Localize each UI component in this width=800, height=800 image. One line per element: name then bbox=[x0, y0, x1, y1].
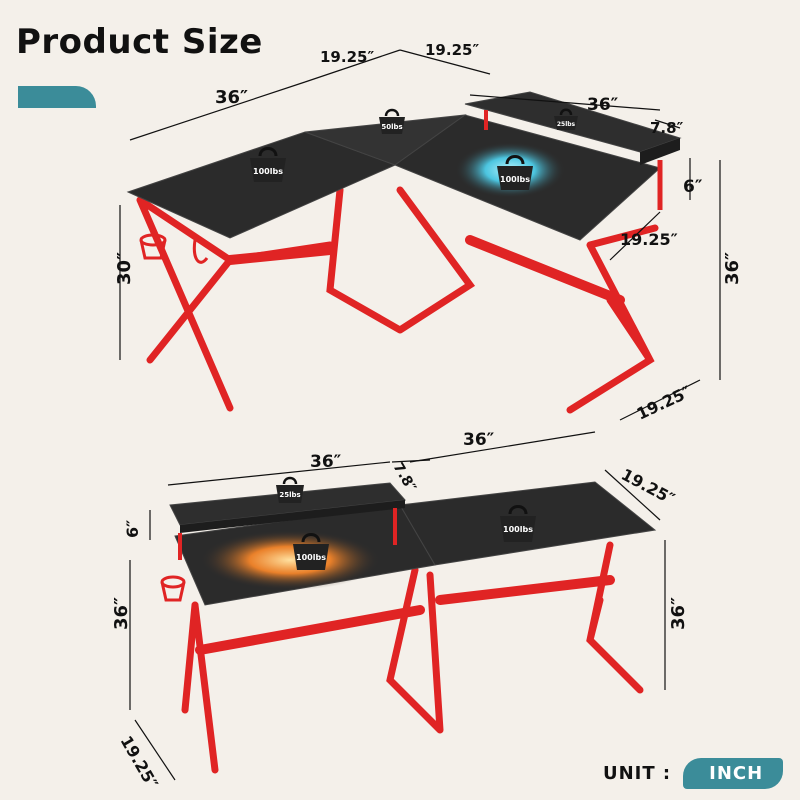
left-leg-frame bbox=[181, 601, 219, 774]
dim-shelf-width: 36″ bbox=[587, 95, 619, 115]
dim-corner-a: 19.25″ bbox=[320, 48, 374, 66]
cup-holder bbox=[160, 575, 186, 602]
dim-right-bottom: 19.25″ bbox=[634, 382, 694, 424]
weight-label: 100lbs bbox=[500, 175, 530, 184]
l-desk-view bbox=[126, 91, 682, 414]
dim-desk-width-bottom: 36″ bbox=[463, 430, 495, 450]
dimension-lines-bottom bbox=[129, 431, 666, 781]
right-leg-frame bbox=[566, 224, 659, 414]
unit-value-badge: INCH bbox=[683, 757, 784, 789]
weight-label: 100lbs bbox=[503, 525, 533, 534]
title-accent-bar bbox=[18, 86, 96, 108]
weight-label: 25lbs bbox=[557, 121, 576, 128]
center-leg-frame bbox=[386, 566, 444, 734]
dim-left-height: 30″ bbox=[114, 252, 135, 285]
led-orange-glow bbox=[200, 530, 380, 590]
weight-icons-top: 100lbs 50lbs 100lbs 25lbs bbox=[250, 108, 578, 190]
dim-corner-b: 19.25″ bbox=[425, 41, 479, 59]
weight-icons-bottom: 25lbs 100lbs 100lbs bbox=[276, 476, 536, 570]
dim-shelf-width-bottom: 36″ bbox=[310, 452, 342, 472]
unit-label: UNIT : bbox=[603, 762, 672, 784]
monitor-shelf bbox=[169, 482, 407, 560]
dim-left-width: 36″ bbox=[215, 87, 248, 108]
cup-holder bbox=[139, 233, 167, 260]
dim-shelf-height: 6″ bbox=[683, 177, 703, 197]
dim-right-depth: 19.25″ bbox=[620, 230, 678, 249]
dimension-lines-top bbox=[119, 49, 721, 421]
headphone-hook bbox=[192, 239, 209, 264]
right-leg-frame bbox=[586, 541, 644, 694]
dim-right-height-bottom: 36″ bbox=[668, 597, 689, 630]
center-leg-frame bbox=[326, 186, 476, 334]
dim-height: 36″ bbox=[722, 252, 743, 285]
straight-desk-view bbox=[160, 481, 657, 774]
dim-right-depth-bottom: 19.25″ bbox=[618, 465, 678, 509]
dim-left-depth-bottom: 19.25″ bbox=[117, 733, 162, 793]
weight-label: 100lbs bbox=[296, 553, 326, 562]
weight-label: 25lbs bbox=[279, 491, 300, 499]
weight-label: 50lbs bbox=[381, 123, 402, 131]
dim-shelf-depth: 7.8″ bbox=[650, 119, 684, 137]
page-title: Product Size bbox=[16, 22, 263, 62]
dim-shelf-height-bottom: 6″ bbox=[123, 520, 142, 538]
dim-left-height-bottom: 36″ bbox=[111, 597, 132, 630]
unit-indicator: UNIT : INCH bbox=[603, 757, 784, 789]
weight-label: 100lbs bbox=[253, 167, 283, 176]
